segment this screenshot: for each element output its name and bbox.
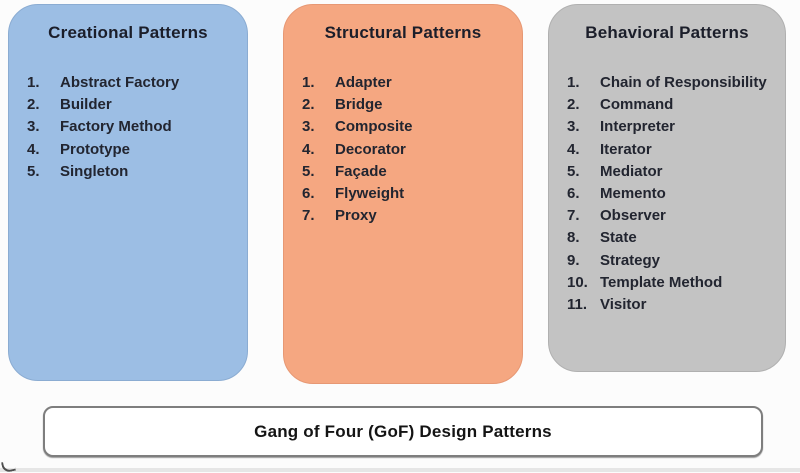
creational-pattern-list: 1. Abstract Factory 2. Builder 3. Factory Met… (9, 73, 247, 184)
list-item: 4. Decorator (302, 140, 516, 162)
list-item-number: 4. (302, 140, 315, 158)
list-item-number: 2. (567, 96, 580, 114)
list-item-label: Template Method (600, 273, 723, 291)
list-item: 4. Prototype (27, 140, 241, 162)
list-item-label: State (600, 229, 637, 247)
bottom-edge-artifact (0, 468, 800, 472)
list-item-number: 2. (27, 96, 40, 114)
structural-pattern-list: 1. Adapter 2. Bridge 3. Composite 4. Decorator 5… (284, 73, 522, 228)
card-title-creational: Creational Patterns (48, 23, 208, 42)
list-item-number: 5. (302, 162, 315, 180)
list-item: 6. Memento (567, 184, 779, 206)
list-item-label: Visitor (600, 295, 647, 313)
list-item-number: 4. (27, 140, 40, 158)
list-item: 2. Builder (27, 95, 241, 117)
list-item: 3. Interpreter (567, 117, 779, 139)
list-item: 1. Adapter (302, 73, 516, 95)
list-item: 5. Façade (302, 162, 516, 184)
list-item-label: Bridge (335, 96, 383, 114)
list-item-label: Mediator (600, 162, 663, 180)
list-item: 11. Visitor (567, 295, 779, 317)
creational-patterns-card: Creational Patterns 1. Abstract Factory 2.… (8, 4, 248, 381)
list-item-label: Proxy (335, 207, 377, 225)
list-item-label: Command (600, 96, 674, 114)
list-item-number: 5. (27, 162, 40, 180)
list-item: 3. Composite (302, 117, 516, 139)
structural-patterns-card: Structural Patterns 1. Adapter 2. Bridge 3. C… (283, 4, 523, 384)
list-item-label: Factory Method (60, 118, 172, 136)
list-item-number: 8. (567, 229, 580, 247)
list-item-number: 1. (567, 74, 580, 91)
list-item-label: Composite (335, 118, 413, 136)
list-item: 9. Strategy (567, 251, 779, 273)
list-item: 1. Abstract Factory (27, 73, 241, 95)
list-item-number: 6. (567, 184, 580, 202)
list-item-label: Adapter (335, 74, 392, 91)
list-item-label: Observer (600, 207, 666, 225)
list-item-label: Decorator (335, 140, 406, 158)
list-item-number: 1. (302, 74, 315, 91)
list-item-number: 3. (302, 118, 315, 136)
list-item: 7. Observer (567, 206, 779, 228)
list-item-label: Builder (60, 96, 112, 114)
list-item-label: Iterator (600, 140, 652, 158)
list-item-label: Façade (335, 162, 387, 180)
list-item: 4. Iterator (567, 140, 779, 162)
footer-label: Gang of Four (GoF) Design Patterns (254, 421, 552, 441)
footer-banner: Gang of Four (GoF) Design Patterns (43, 406, 763, 457)
list-item-number: 3. (567, 118, 580, 136)
list-item: 1. Chain of Responsibility (567, 73, 779, 95)
list-item-number: 11. (567, 295, 588, 313)
behavioral-patterns-card: Behavioral Patterns 1. Chain of Responsib… (548, 4, 786, 372)
list-item-label: Chain of Responsibility (600, 74, 767, 91)
list-item-label: Memento (600, 184, 666, 202)
list-item-label: Singleton (60, 162, 129, 180)
list-item-label: Prototype (60, 140, 131, 158)
list-item-label: Abstract Factory (60, 74, 180, 91)
list-item-number: 6. (302, 184, 315, 202)
list-item-number: 7. (567, 207, 580, 225)
behavioral-pattern-list: 1. Chain of Responsibility 2. Command 3. Inte… (549, 73, 785, 317)
list-item-number: 9. (567, 251, 580, 269)
list-item-label: Interpreter (600, 118, 676, 136)
list-item: 10. Template Method (567, 273, 779, 295)
list-item: 6. Flyweight (302, 184, 516, 206)
list-item-number: 1. (27, 74, 40, 91)
card-title-structural: Structural Patterns (324, 23, 482, 42)
list-item-number: 3. (27, 118, 40, 136)
list-item-number: 2. (302, 96, 315, 114)
list-item-number: 7. (302, 207, 315, 225)
list-item: 8. State (567, 228, 779, 250)
list-item: 5. Mediator (567, 162, 779, 184)
list-item: 2. Bridge (302, 95, 516, 117)
list-item-label: Flyweight (335, 184, 405, 202)
card-title-behavioral: Behavioral Patterns (585, 23, 749, 42)
list-item: 5. Singleton (27, 162, 241, 184)
list-item-number: 5. (567, 162, 580, 180)
list-item: 3. Factory Method (27, 117, 241, 139)
list-item: 7. Proxy (302, 206, 516, 228)
list-item-number: 10. (567, 273, 588, 291)
list-item-number: 4. (567, 140, 580, 158)
list-item-label: Strategy (600, 251, 661, 269)
list-item: 2. Command (567, 95, 779, 117)
